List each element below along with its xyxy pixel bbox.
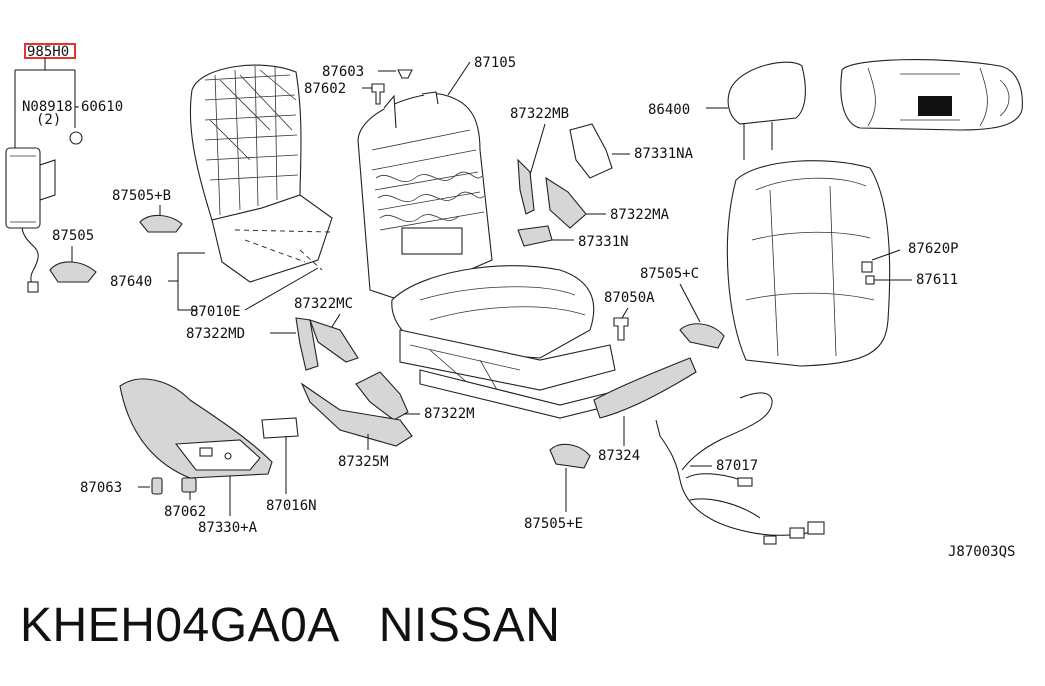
label-87331n[interactable]: 87331N	[578, 234, 629, 250]
trim-87322mc	[309, 319, 359, 363]
trim-87324	[593, 357, 697, 419]
label-87322ma[interactable]: 87322MA	[610, 207, 670, 223]
label-87325m[interactable]: 87325M	[338, 454, 389, 470]
seat-cushion	[391, 265, 626, 419]
trim-87322md	[295, 317, 319, 371]
label-87105[interactable]: 87105	[474, 55, 516, 71]
label-87620p[interactable]: 87620P	[908, 241, 959, 257]
label-87062[interactable]: 87062	[164, 504, 206, 520]
label-87017[interactable]: 87017	[716, 458, 758, 474]
part-number: KHEH04GA0A	[20, 599, 338, 652]
label-87603[interactable]: 87603	[322, 64, 364, 80]
label-87611[interactable]: 87611	[916, 272, 958, 288]
wiring-harness	[655, 392, 825, 545]
knob-87505e	[549, 443, 591, 469]
switch-87016n	[261, 417, 299, 439]
label-87331na[interactable]: 87331NA	[634, 146, 694, 162]
label-87505e[interactable]: 87505+E	[524, 516, 583, 532]
footer-title: KHEH04GA0A NISSAN	[20, 598, 560, 653]
headrest	[727, 61, 806, 160]
trim-87322ma	[545, 176, 587, 229]
knob-87505b	[139, 214, 183, 233]
seat-back-cover	[726, 160, 891, 367]
label-87640[interactable]: 87640	[110, 274, 152, 290]
label-87322mb[interactable]: 87322MB	[510, 106, 569, 122]
seat-frame	[357, 91, 493, 301]
trim-87322mb	[517, 158, 535, 215]
car-silhouette	[840, 59, 1023, 131]
trim-87331n	[517, 225, 553, 247]
label-87322mc[interactable]: 87322MC	[294, 296, 353, 312]
label-87016n[interactable]: 87016N	[266, 498, 317, 514]
label-87063[interactable]: 87063	[80, 480, 122, 496]
label-87505[interactable]: 87505	[52, 228, 94, 244]
label-87505c[interactable]: 87505+C	[640, 266, 699, 282]
trim-87322m	[355, 371, 409, 421]
label-87324[interactable]: 87324	[598, 448, 640, 464]
knob-87505c	[679, 323, 725, 349]
label-08918[interactable]: N08918-60610	[22, 99, 123, 115]
trim-87325m	[300, 382, 413, 447]
label-87602[interactable]: 87602	[304, 81, 346, 97]
label-87010e[interactable]: 87010E	[190, 304, 241, 320]
knob-87063	[151, 477, 163, 495]
seatback-net	[189, 64, 333, 283]
label-87050a[interactable]: 87050A	[604, 290, 655, 306]
knob-87062	[181, 477, 197, 493]
label-87505b[interactable]: 87505+B	[112, 188, 171, 204]
label-985h0[interactable]: 985H0	[27, 44, 69, 60]
label-86400[interactable]: 86400	[648, 102, 690, 118]
trim-87331na	[569, 123, 613, 179]
label-87322md[interactable]: 87322MD	[186, 326, 245, 342]
airbag-module	[5, 131, 83, 293]
label-08918-qty[interactable]: (2)	[36, 112, 61, 128]
highlight-box	[24, 43, 76, 59]
bolt-87050a	[613, 317, 629, 341]
side-cover	[119, 378, 273, 479]
diagram-code: J87003QS	[948, 544, 1015, 560]
screw-87603	[397, 69, 413, 79]
label-87322m[interactable]: 87322M	[424, 406, 475, 422]
label-87330a[interactable]: 87330+A	[198, 520, 258, 536]
brand-name: NISSAN	[378, 599, 561, 652]
knob-87505	[49, 261, 97, 283]
screw-87602	[371, 83, 385, 105]
